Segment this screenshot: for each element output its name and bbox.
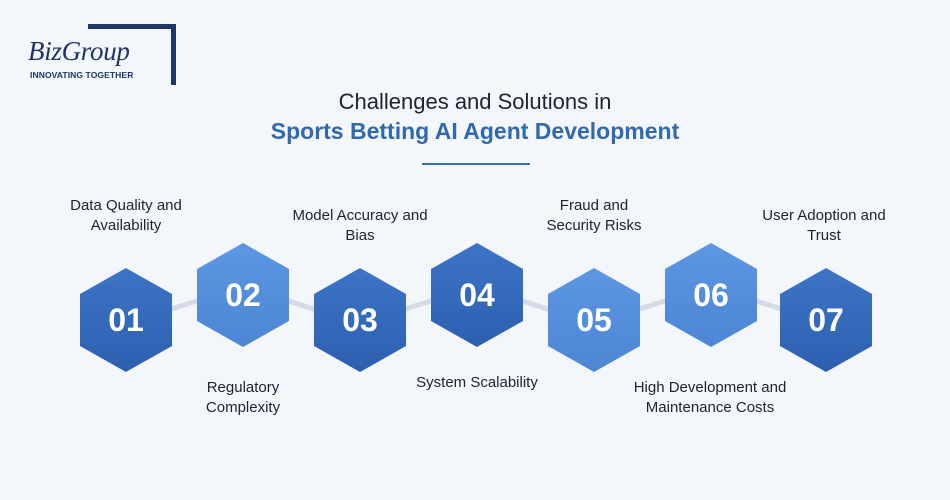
page-title: Challenges and Solutions in Sports Betti… bbox=[0, 88, 950, 146]
step-label-02: Regulatory Complexity bbox=[206, 378, 280, 418]
step-label-03-line-1: Model Accuracy and bbox=[292, 207, 428, 224]
title-line-2: Sports Betting AI Agent Development bbox=[270, 118, 680, 144]
step-number-03: 03 bbox=[342, 301, 378, 338]
logo-wordmark: BizGroup bbox=[28, 36, 130, 66]
step-label-06-line-2: Maintenance Costs bbox=[645, 399, 775, 416]
step-label-06-line-1: High Development and bbox=[633, 379, 787, 396]
step-hexagon-02: 02 bbox=[197, 243, 289, 347]
step-label-02-line-1: Regulatory bbox=[206, 379, 280, 396]
logo-tagline: INNOVATING TOGETHER bbox=[30, 70, 134, 80]
step-label-05: Fraud and Security Risks bbox=[546, 196, 641, 236]
step-label-07-line-2: Trust bbox=[807, 227, 841, 244]
step-label-02-line-2: Complexity bbox=[205, 399, 281, 416]
step-label-03: Model Accuracy and Bias bbox=[292, 206, 427, 246]
step-label-07: User Adoption and Trust bbox=[762, 206, 885, 246]
step-number-06: 06 bbox=[693, 276, 729, 313]
logo-frame-shape bbox=[88, 24, 176, 85]
step-label-01: Data Quality and Availability bbox=[70, 196, 182, 236]
step-label-04: System Scalability bbox=[416, 373, 538, 393]
step-number-01: 01 bbox=[108, 301, 144, 338]
bizgroup-logo: BizGroup INNOVATING TOGETHER bbox=[22, 24, 176, 85]
step-number-02: 02 bbox=[225, 276, 261, 313]
step-label-05-line-2: Security Risks bbox=[546, 217, 642, 234]
step-label-05-line-1: Fraud and bbox=[559, 197, 629, 214]
step-label-06: High Development and Maintenance Costs bbox=[634, 378, 787, 418]
title-line-1: Challenges and Solutions in bbox=[338, 89, 612, 114]
step-hexagon-03: 03 bbox=[314, 268, 406, 372]
step-label-01-line-2: Availability bbox=[90, 217, 162, 234]
step-label-04-line-1: System Scalability bbox=[416, 374, 538, 391]
title-underline bbox=[422, 163, 530, 165]
step-label-03-line-2: Bias bbox=[345, 227, 375, 244]
step-number-07: 07 bbox=[808, 301, 844, 338]
step-hexagon-01: 01 bbox=[80, 268, 172, 372]
step-hexagon-04: 04 bbox=[431, 243, 523, 347]
step-label-07-line-1: User Adoption and bbox=[762, 207, 886, 224]
step-number-04: 04 bbox=[459, 276, 495, 313]
step-label-01-line-1: Data Quality and bbox=[70, 197, 182, 214]
step-number-05: 05 bbox=[576, 301, 612, 338]
